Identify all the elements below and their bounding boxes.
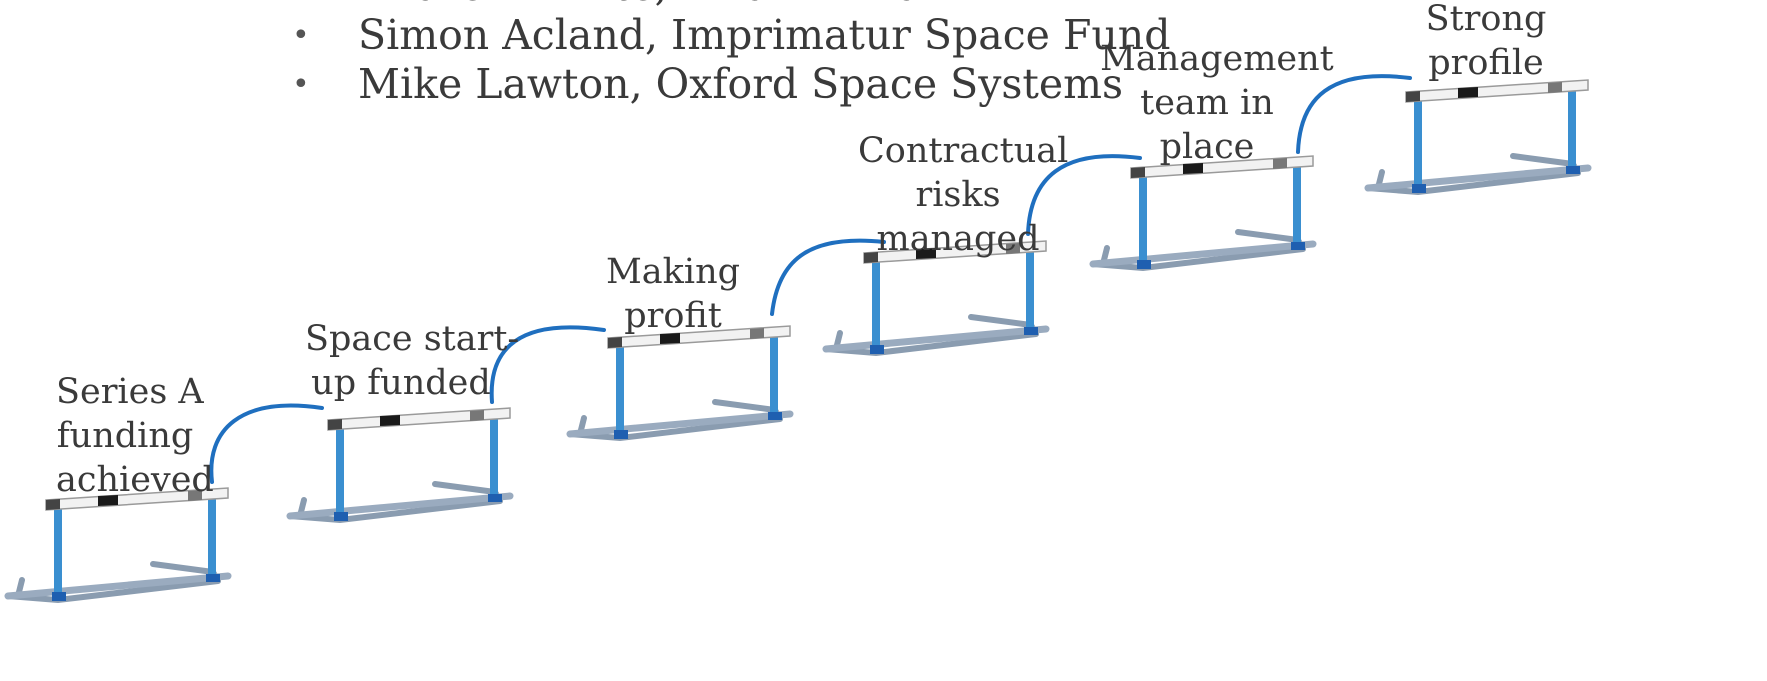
step-label-1: Series A funding achieved xyxy=(56,372,214,500)
speaker-item: • Mike Lawton, Oxford Space Systems xyxy=(292,60,1170,109)
hurdle-3 xyxy=(570,326,790,439)
hurdle-1 xyxy=(8,488,228,601)
step-label-6: Strong profile xyxy=(1425,0,1547,83)
speaker-item: • Simon Acland, Imprimatur Space Fund xyxy=(292,11,1170,60)
step-label-4: Contractual risks managed xyxy=(858,131,1069,259)
jump-arc-2 xyxy=(489,325,606,404)
speaker-list: • Andrew White, Bird & Bird • Simon Acland… xyxy=(292,0,1170,109)
jump-arc-1 xyxy=(209,403,324,484)
jump-arc-5 xyxy=(1296,74,1412,154)
speaker-text: Simon Acland, Imprimatur Space Fund xyxy=(358,11,1171,59)
speaker-text: Mike Lawton, Oxford Space Systems xyxy=(358,60,1124,108)
step-label-3: Making profit xyxy=(605,252,741,336)
hurdle-5 xyxy=(1093,156,1313,269)
jump-arc-3 xyxy=(770,238,886,316)
speaker-item: • Andrew White, Bird & Bird xyxy=(292,0,1170,11)
bullet-icon: • xyxy=(292,18,310,53)
hurdle-2 xyxy=(290,408,510,521)
jump-arc-4 xyxy=(1026,154,1142,236)
speaker-text: Andrew White, Bird & Bird xyxy=(358,0,921,10)
bullet-icon: • xyxy=(292,67,310,102)
step-label-5: Management team in place xyxy=(1100,39,1334,167)
step-label-2: Space start- up funded xyxy=(305,319,520,403)
hurdle-6 xyxy=(1368,80,1588,193)
bullet-icon: • xyxy=(292,0,310,11)
